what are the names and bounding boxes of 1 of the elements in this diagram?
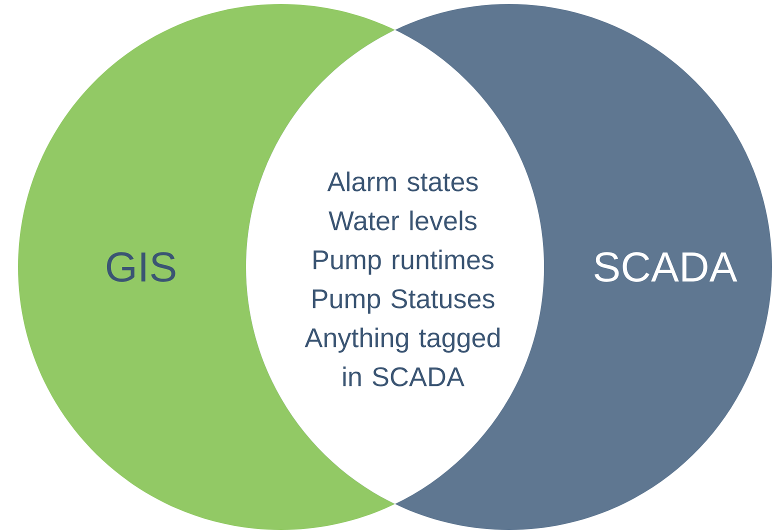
- venn-intersection: Alarm states Water levels Pump runtimes Pump Statuses Anything tagged in SCADA: [304, 172, 500, 386]
